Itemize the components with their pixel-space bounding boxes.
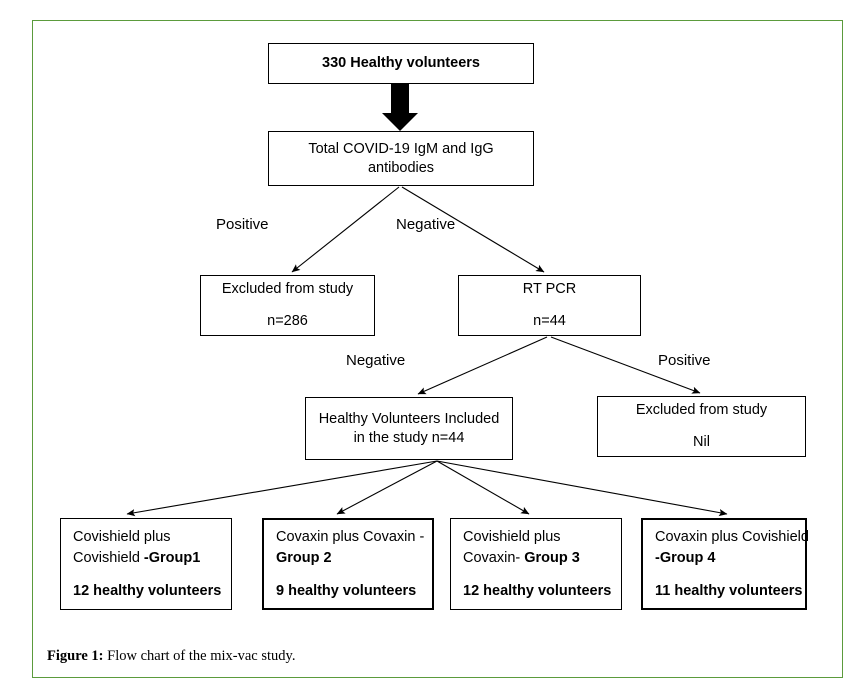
node-group3: Covishield plus Covaxin- Group 3 12 heal…: [450, 518, 622, 610]
node-excluded-rtpcr-line-1: Excluded from study: [635, 402, 768, 418]
node-group4-label: -Group 4: [655, 550, 716, 566]
node-group2-line-1: Covaxin plus Covaxin -: [276, 529, 425, 545]
edge-enrolled-to-serology: [382, 84, 418, 131]
node-group2: Covaxin plus Covaxin - Group 2 9 healthy…: [262, 518, 434, 610]
node-group3-line-2: Covaxin- Group 3: [463, 548, 580, 569]
node-excluded-serology-line-1: Excluded from study: [221, 281, 354, 297]
node-included: Healthy Volunteers Included in the study…: [305, 397, 513, 460]
edge-rtpcr-to-included: [417, 336, 548, 395]
edge-serology-to-excluded: [291, 186, 400, 273]
node-rtpcr: RT PCR n=44: [458, 275, 641, 336]
edge-rtpcr-to-excluded: [550, 336, 701, 394]
node-group3-label: Group 3: [524, 550, 580, 566]
figure-caption: Figure 1: Flow chart of the mix-vac stud…: [47, 648, 295, 665]
node-group3-vaccine: Covaxin-: [463, 550, 525, 566]
node-group2-count: 9 healthy volunteers: [276, 583, 417, 599]
node-group3-line-1: Covishield plus: [463, 529, 561, 545]
edge-label-rtpcr-negative: Negative: [346, 352, 406, 369]
node-serology-line-2: antibodies: [367, 159, 435, 176]
figure-caption-text: Flow chart of the mix-vac study.: [103, 648, 296, 664]
edge-included-to-group3: [436, 460, 530, 515]
node-included-line-2: in the study n=44: [353, 429, 465, 446]
node-serology-line-1: Total COVID-19 IgM and IgG: [308, 140, 494, 157]
node-group1-line-1: Covishield plus: [73, 529, 171, 545]
node-enrolled: 330 Healthy volunteers: [268, 43, 534, 84]
node-group1-label: -Group1: [143, 550, 201, 566]
node-excluded-serology: Excluded from study n=286: [200, 275, 375, 336]
node-group1-vaccine: Covishield: [73, 550, 144, 566]
node-rtpcr-line-1: RT PCR: [522, 281, 577, 297]
node-group4-count: 11 healthy volunteers: [655, 583, 803, 599]
figure-caption-label: Figure 1:: [47, 648, 104, 664]
node-group4: Covaxin plus Covishield -Group 4 11 heal…: [641, 518, 809, 610]
node-excluded-rtpcr: Excluded from study Nil: [597, 396, 806, 457]
node-serology: Total COVID-19 IgM and IgG antibodies: [268, 131, 534, 186]
node-excluded-rtpcr-count: Nil: [693, 434, 710, 450]
node-enrolled-line-1: 330 Healthy volunteers: [322, 55, 480, 71]
node-included-line-1: Healthy Volunteers Included: [318, 410, 500, 427]
node-group1-count: 12 healthy volunteers: [73, 583, 222, 599]
edge-label-rtpcr-positive: Positive: [658, 352, 711, 369]
node-group4-line-1: Covaxin plus Covishield: [655, 529, 809, 545]
node-group3-count: 12 healthy volunteers: [463, 583, 612, 599]
edge-serology-to-rtpcr: [401, 186, 545, 273]
node-group1-line-2: Covishield -Group1: [73, 548, 200, 569]
edge-label-serology-negative: Negative: [396, 216, 456, 233]
edge-included-to-group2: [336, 460, 438, 515]
edge-label-serology-positive: Positive: [216, 216, 269, 233]
node-group1: Covishield plus Covishield -Group1 12 he…: [60, 518, 232, 610]
node-excluded-serology-count: n=286: [267, 313, 308, 329]
node-group2-label: Group 2: [276, 550, 332, 566]
edge-included-to-group4: [436, 460, 728, 517]
node-rtpcr-count: n=44: [533, 313, 566, 329]
edge-included-to-group1: [126, 460, 438, 517]
